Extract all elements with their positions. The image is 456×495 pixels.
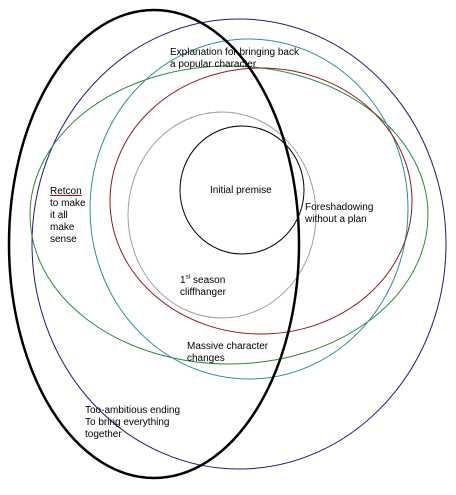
label-retcon-line5: sense (50, 234, 77, 245)
label-season-cliffhanger: 1st season cliffhanger (180, 275, 226, 299)
label-massive-changes: Massive character changes (187, 341, 268, 365)
label-explanation: Explanation for bringing back a popular … (170, 47, 299, 71)
label-ambitious-line2: To bring everything (85, 417, 170, 428)
ellipse-gray (127, 111, 317, 319)
label-initial-premise-text: Initial premise (210, 185, 272, 196)
ellipse-ambitious (7, 8, 301, 480)
label-explanation-line1: Explanation for bringing back (170, 47, 299, 58)
label-season-line2: cliffhanger (180, 287, 226, 298)
label-retcon-line4: make (50, 222, 75, 233)
label-foreshadowing-line1: Foreshadowing (305, 202, 374, 213)
ellipse-green (29, 65, 429, 365)
label-ambitious-line1: Too-ambitious ending (85, 405, 181, 416)
label-foreshadowing-line2: without a plan (305, 214, 367, 225)
ellipse-initial (179, 125, 305, 255)
label-initial-premise: Initial premise (210, 185, 272, 197)
label-retcon-line3: it all (50, 210, 68, 221)
label-foreshadowing: Foreshadowing without a plan (305, 202, 373, 226)
label-ambitious-line3: together (85, 429, 122, 440)
ellipse-red (109, 67, 413, 335)
label-too-ambitious-ending: Too-ambitious ending To bring everything… (85, 405, 180, 441)
label-season-suffix: st (185, 274, 191, 281)
label-retcon-line1: Retcon (50, 186, 82, 197)
label-explanation-line2: a popular character (170, 59, 257, 70)
label-massive-line2: changes (187, 353, 225, 364)
label-retcon-line2: to make (50, 198, 86, 209)
ellipse-explanation (31, 18, 447, 470)
label-season-word: season (193, 275, 226, 286)
label-season-number: 1 (180, 275, 186, 286)
ellipse-teal (89, 38, 409, 380)
label-massive-line1: Massive character (187, 341, 269, 352)
label-retcon: Retcon to make it all make sense (50, 186, 86, 246)
label-season-line1: 1st season (180, 275, 226, 287)
